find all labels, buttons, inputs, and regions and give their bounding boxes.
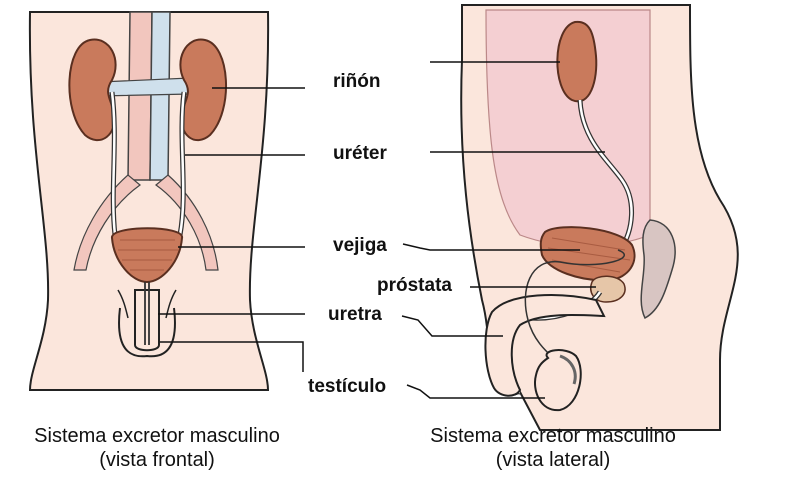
lateral-kidney <box>556 20 598 103</box>
leader-testicle-frontal <box>160 341 304 372</box>
lateral-penis <box>484 294 606 397</box>
frontal-bladder-texture <box>118 239 178 271</box>
leader-testicle-lateral <box>406 384 545 399</box>
label-prostate: próstata <box>377 275 452 296</box>
lateral-epididymis <box>559 354 577 385</box>
caption-frontal-title: Sistema excretor masculino <box>34 425 280 447</box>
caption-frontal: Sistema excretor masculino (vista fronta… <box>2 424 312 472</box>
lateral-testicle <box>534 349 582 412</box>
lateral-vas-deferens <box>524 249 625 373</box>
leader-urethra-lateral <box>401 315 503 337</box>
caption-lateral-title: Sistema excretor masculino <box>430 425 676 447</box>
caption-lateral: Sistema excretor masculino (vista latera… <box>398 424 708 472</box>
lateral-ureter-inner <box>578 99 633 251</box>
frontal-ureter-right-inner <box>178 91 186 236</box>
frontal-aorta <box>127 11 153 181</box>
label-testicle: testículo <box>308 376 387 397</box>
label-urethra: uretra <box>328 304 382 325</box>
frontal-penis <box>134 289 160 352</box>
frontal-vena-cava <box>149 11 171 181</box>
frontal-view <box>28 11 270 391</box>
label-kidney: riñón <box>333 71 381 92</box>
lateral-rectum <box>640 219 676 320</box>
caption-frontal-subtitle: (vista frontal) <box>99 449 215 471</box>
frontal-scrotum <box>118 307 176 358</box>
frontal-iliac-left <box>73 174 141 271</box>
caption-lateral-subtitle: (vista lateral) <box>495 449 611 471</box>
lateral-view <box>460 4 739 431</box>
label-ureter: uréter <box>333 143 387 164</box>
frontal-groin-lines <box>117 289 177 319</box>
frontal-ureter-left-inner <box>110 91 117 236</box>
frontal-bladder <box>111 227 183 284</box>
label-bladder: vejiga <box>333 235 387 256</box>
frontal-urethra <box>144 282 150 345</box>
leader-bladder-lateral <box>402 243 580 251</box>
leader-lines <box>158 61 605 399</box>
